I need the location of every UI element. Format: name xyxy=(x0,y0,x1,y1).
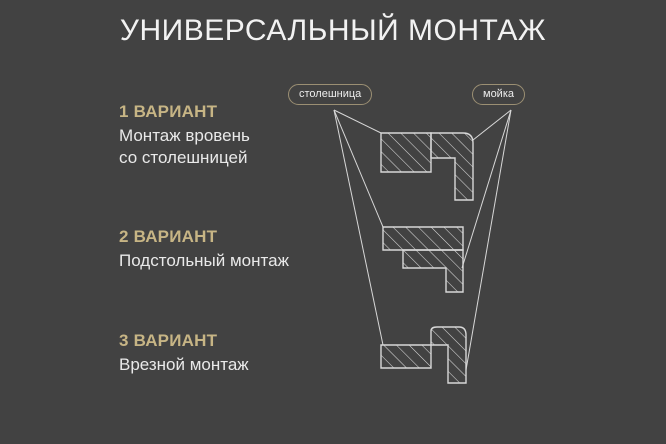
diagram-2-countertop-section xyxy=(382,226,464,251)
page-title: УНИВЕРСАЛЬНЫЙ МОНТАЖ xyxy=(119,14,547,47)
diagram-1-flush-mount xyxy=(380,132,474,201)
variant-1-description: Монтаж вровень со столешницей xyxy=(119,125,369,169)
leader-countertop-to-diagram-3 xyxy=(333,109,384,346)
variant-2-description: Подстольный монтаж xyxy=(119,250,369,272)
variant-block-1: 1 ВАРИАНТ Монтаж вровень со столешницей xyxy=(119,102,369,169)
leader-countertop-to-diagram-1 xyxy=(333,109,382,134)
diagram-1-countertop-section xyxy=(380,132,432,173)
variant-2-heading: 2 ВАРИАНТ xyxy=(119,227,218,246)
variant-1-heading: 1 ВАРИАНТ xyxy=(119,102,218,121)
variant-block-2: 2 ВАРИАНТ Подстольный монтаж xyxy=(119,227,369,272)
variant-3-description-line-1: Врезной монтаж xyxy=(119,355,249,374)
leader-sink-to-diagram-2 xyxy=(461,109,512,269)
variant-1-description-line-1: Монтаж вровень xyxy=(119,126,250,145)
leader-lines-sink xyxy=(461,109,512,371)
leader-sink-to-diagram-1 xyxy=(472,109,512,141)
variant-block-3: 3 ВАРИАНТ Врезной монтаж xyxy=(119,331,369,376)
callout-label-sink: мойка xyxy=(472,84,525,105)
leader-lines-countertop xyxy=(333,109,384,346)
diagram-2-sink-section xyxy=(402,249,464,293)
diagram-1-sink-section xyxy=(430,132,474,201)
variant-1-description-line-2: со столешницей xyxy=(119,148,248,167)
leader-sink-to-diagram-3 xyxy=(465,109,512,371)
callout-label-countertop: столешница xyxy=(288,84,373,105)
diagram-3-countertop-section xyxy=(380,344,432,369)
variant-2-description-line-1: Подстольный монтаж xyxy=(119,251,289,270)
leader-countertop-to-diagram-2 xyxy=(333,109,384,228)
diagram-3-drop-in-mount xyxy=(380,326,467,384)
diagram-3-sink-section xyxy=(430,326,467,384)
variant-3-heading: 3 ВАРИАНТ xyxy=(119,331,218,350)
diagram-2-undermount xyxy=(382,226,464,293)
variant-3-description: Врезной монтаж xyxy=(119,354,369,376)
